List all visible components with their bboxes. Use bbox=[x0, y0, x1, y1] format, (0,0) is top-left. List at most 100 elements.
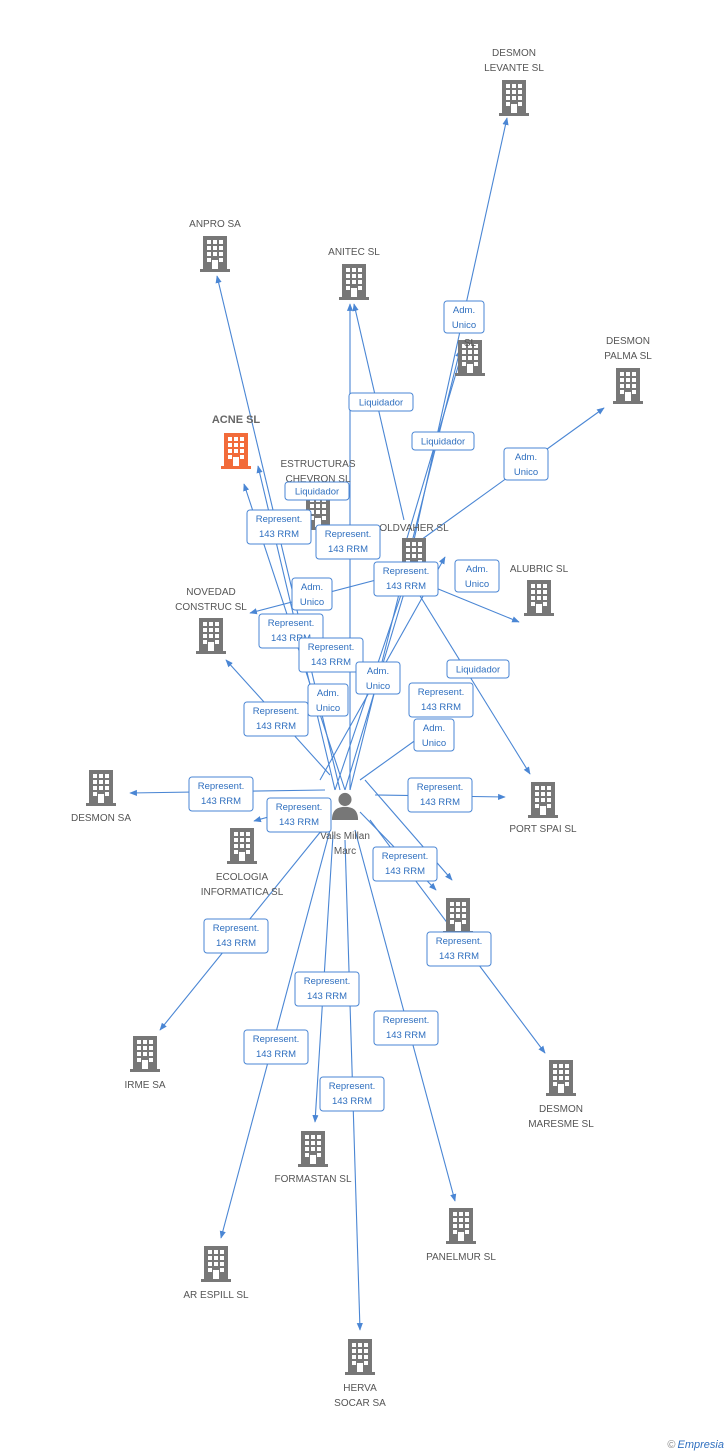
node-label: CHEVRON SL bbox=[285, 474, 350, 485]
relation-box bbox=[307, 683, 349, 717]
relation-text: 143 RRM bbox=[256, 1049, 296, 1060]
relation-label-27[interactable]: Represent.143 RRM bbox=[373, 1010, 439, 1046]
building-icon bbox=[528, 782, 558, 818]
relation-text: Represent. bbox=[383, 566, 429, 577]
relation-label-18[interactable]: Adm.Unico bbox=[413, 718, 455, 752]
node-irme[interactable]: IRME SA bbox=[124, 1036, 166, 1091]
node-label: ACNE SL bbox=[212, 414, 261, 426]
relation-label-3[interactable]: Liquidador bbox=[411, 431, 475, 451]
relation-text: Liquidador bbox=[295, 487, 339, 498]
relation-text: Represent. bbox=[256, 514, 302, 525]
relation-text: 143 RRM bbox=[271, 633, 311, 644]
relation-text: Represent. bbox=[325, 529, 371, 540]
node-label: OLDVAHER SL bbox=[379, 523, 449, 534]
node-desmon-sa[interactable]: DESMON SA bbox=[71, 770, 131, 824]
relation-box bbox=[348, 392, 414, 412]
relation-text: Unico bbox=[300, 597, 324, 608]
relation-box bbox=[319, 1076, 385, 1112]
relation-label-2[interactable]: Liquidador bbox=[348, 392, 414, 412]
relation-label-20[interactable]: Represent.143 RRM bbox=[266, 797, 332, 833]
node-desmon-maresme[interactable]: DESMON MARESME SL bbox=[528, 1060, 594, 1130]
node-label: ANITEC SL bbox=[328, 247, 380, 258]
node-anpro[interactable]: ANPRO SA bbox=[189, 219, 241, 272]
node-label: PORT SPAI SL bbox=[509, 824, 577, 835]
relation-text: Represent. bbox=[276, 802, 322, 813]
node-panelmur[interactable]: PANELMUR SL bbox=[426, 1208, 496, 1263]
relation-label-15[interactable]: Represent.143 RRM bbox=[243, 701, 309, 737]
node-formastan[interactable]: FORMASTAN SL bbox=[274, 1131, 352, 1185]
relation-label-14[interactable]: Adm.Unico bbox=[355, 661, 401, 695]
relation-label-17[interactable]: Represent.143 RRM bbox=[408, 682, 474, 718]
relation-box bbox=[407, 777, 473, 813]
relation-label-22[interactable]: Represent. 143 RRM bbox=[372, 846, 438, 882]
node-label: DESMON SA bbox=[71, 813, 131, 824]
node-anitec[interactable]: ANITEC SL bbox=[328, 247, 380, 300]
relation-box bbox=[188, 776, 254, 812]
relation-box bbox=[203, 918, 269, 954]
node-alubric[interactable]: ALUBRIC SL bbox=[510, 564, 569, 616]
building-icon bbox=[130, 1036, 160, 1072]
relation-text: 143 RRM bbox=[385, 866, 425, 877]
relation-label-8[interactable]: Represent.143 RRM bbox=[373, 561, 439, 597]
relation-text: Adm. bbox=[453, 305, 475, 316]
relation-label-5[interactable]: Liquidador bbox=[284, 481, 350, 501]
relation-text: Represent. bbox=[308, 642, 354, 653]
relation-label-16[interactable]: Adm.Unico bbox=[307, 683, 349, 717]
empresia-logo-text[interactable]: Empresia bbox=[677, 1439, 724, 1451]
relation-text: Unico bbox=[366, 681, 390, 692]
relation-box bbox=[294, 971, 360, 1007]
building-icon bbox=[196, 618, 226, 654]
relation-label-7[interactable]: Represent. 143 RRM bbox=[315, 524, 381, 560]
relation-label-6[interactable]: Represent. 143 RRM bbox=[246, 509, 312, 545]
relation-box bbox=[426, 931, 492, 967]
node-label: DESMON bbox=[539, 1104, 583, 1115]
relation-text: Represent. bbox=[268, 618, 314, 629]
node-ar-espill[interactable]: AR ESPILL SL bbox=[183, 1246, 249, 1301]
relation-text: Represent. bbox=[382, 851, 428, 862]
relation-label-26[interactable]: Represent.143 RRM bbox=[243, 1029, 309, 1065]
relation-label-10[interactable]: Adm.Unico bbox=[291, 577, 333, 611]
node-holdvaher[interactable]: OLDVAHER SL bbox=[379, 523, 449, 574]
relation-label-12[interactable]: Represent.143 RRM bbox=[298, 637, 364, 673]
node-label: MARESME SL bbox=[528, 1119, 594, 1130]
relation-box bbox=[446, 659, 510, 679]
relation-text: 143 RRM bbox=[259, 529, 299, 540]
relation-label-13[interactable]: Liquidador bbox=[446, 659, 510, 679]
node-label: DESMON bbox=[492, 48, 536, 59]
building-icon bbox=[613, 368, 643, 404]
node-label: AR ESPILL SL bbox=[183, 1290, 249, 1301]
relation-box bbox=[373, 1010, 439, 1046]
relation-label-25[interactable]: Represent.143 RRM bbox=[294, 971, 360, 1007]
relation-box bbox=[454, 559, 500, 593]
relation-labels-layer: Adm.UnicoLiquidadorLiquidadorAdm.UnicoLi… bbox=[188, 300, 549, 1112]
node-port-spai[interactable]: PORT SPAI SL bbox=[509, 782, 577, 835]
node-label: NOVEDAD bbox=[186, 587, 235, 598]
relation-label-28[interactable]: Represent.143 RRM bbox=[319, 1076, 385, 1112]
relation-box bbox=[315, 524, 381, 560]
relation-label-4[interactable]: Adm.Unico bbox=[503, 447, 549, 481]
relation-label-19[interactable]: Represent.143 RRM bbox=[188, 776, 254, 812]
person-icon bbox=[331, 792, 359, 820]
relation-label-9[interactable]: Adm.Unico bbox=[454, 559, 500, 593]
relation-text: 143 RRM bbox=[216, 938, 256, 949]
relation-text: 143 RRM bbox=[328, 544, 368, 555]
relation-text: Unico bbox=[514, 467, 538, 478]
building-icon bbox=[546, 1060, 576, 1096]
relation-label-23[interactable]: Represent.143 RRM bbox=[426, 931, 492, 967]
relation-label-21[interactable]: Represent.143 RRM bbox=[407, 777, 473, 813]
relation-text: Represent. bbox=[329, 1081, 375, 1092]
relation-text: Adm. bbox=[423, 723, 445, 734]
relation-label-24[interactable]: Represent.143 RRM bbox=[203, 918, 269, 954]
node-acne[interactable]: ACNE SL bbox=[212, 414, 261, 469]
copyright-symbol: © bbox=[667, 1439, 676, 1451]
relation-label-1[interactable]: Adm.Unico bbox=[443, 300, 485, 334]
relation-text: 143 RRM bbox=[201, 796, 241, 807]
node-label: HERVA bbox=[343, 1383, 377, 1394]
